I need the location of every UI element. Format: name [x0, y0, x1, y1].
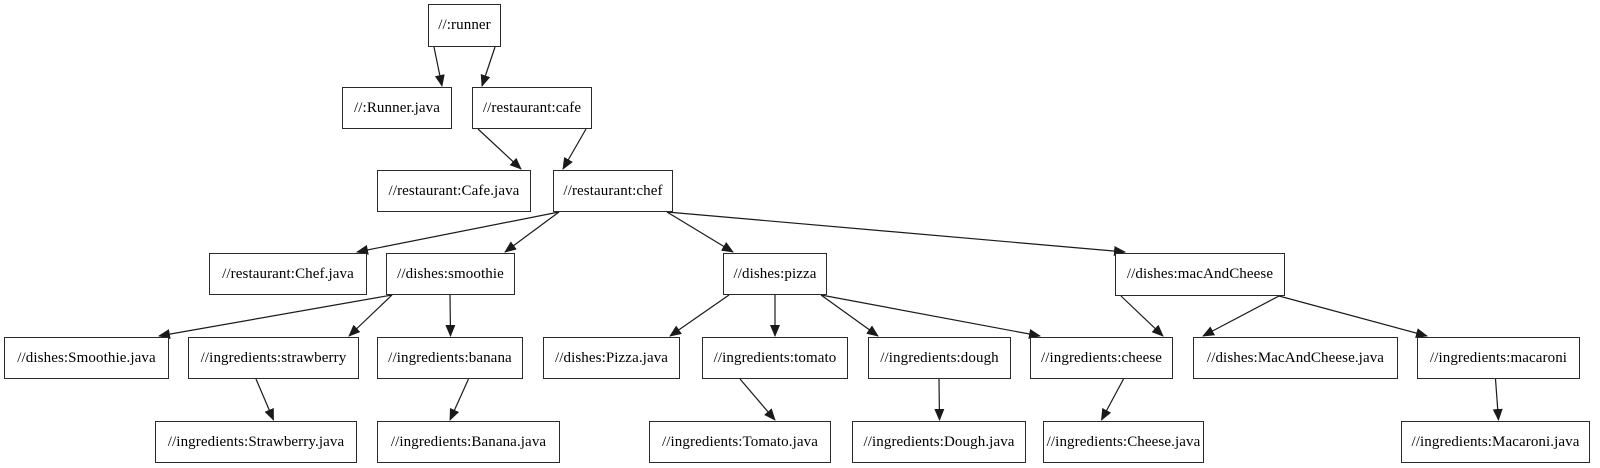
graph-node-label: //dishes:smoothie	[397, 265, 504, 282]
graph-node-runner-java: //:Runner.java	[342, 87, 452, 129]
graph-node-label: //ingredients:Strawberry.java	[167, 433, 345, 450]
graph-node-banana: //ingredients:banana	[377, 337, 523, 379]
graph-node-label: //ingredients:strawberry	[200, 349, 347, 366]
graph-edge-cafe-to-chef	[562, 128, 587, 170]
graph-node-cheese: //ingredients:cheese	[1030, 337, 1173, 379]
graph-node-label: //ingredients:tomato	[713, 349, 837, 366]
graph-node-label: //ingredients:Banana.java	[390, 433, 547, 450]
graph-edge-macaroni-to-macaroni-java	[1492, 378, 1503, 421]
graph-edge-banana-to-banana-java	[449, 378, 470, 421]
graph-node-smoothie: //dishes:smoothie	[386, 253, 515, 295]
graph-node-mac-and-cheese: //dishes:macAndCheese	[1115, 253, 1285, 296]
graph-node-label: //dishes:Smoothie.java	[17, 349, 156, 366]
graph-node-label: //ingredients:Dough.java	[863, 433, 1015, 450]
graph-node-chef: //restaurant:chef	[553, 170, 673, 212]
graph-node-label: //restaurant:Cafe.java	[388, 182, 520, 199]
graph-node-dough-java: //ingredients:Dough.java	[852, 421, 1026, 463]
graph-edge-mac-and-cheese-to-mac-and-cheese-java	[1202, 295, 1280, 337]
graph-edge-runner-to-cafe	[480, 46, 496, 87]
graph-node-tomato-java: //ingredients:Tomato.java	[649, 421, 831, 463]
graph-node-label: //ingredients:Cheese.java	[1046, 433, 1201, 450]
graph-node-label: //dishes:MacAndCheese.java	[1206, 349, 1385, 366]
graph-edge-chef-to-chef-java	[356, 211, 560, 255]
graph-node-label: //:runner	[438, 17, 491, 33]
graph-edge-pizza-to-dough	[820, 294, 879, 337]
graph-node-dough: //ingredients:dough	[868, 337, 1011, 379]
graph-node-label: //ingredients:dough	[880, 349, 999, 366]
graph-node-macaroni: //ingredients:macaroni	[1417, 337, 1580, 379]
graph-edge-pizza-to-cheese	[820, 294, 1041, 339]
graph-edge-cafe-to-cafe-java	[477, 128, 522, 170]
edge-group	[158, 46, 1503, 421]
graph-node-label: //restaurant:chef	[563, 182, 663, 199]
graph-node-pizza: //dishes:pizza	[723, 253, 827, 295]
graph-edge-mac-and-cheese-to-cheese	[1120, 295, 1164, 337]
graph-node-smoothie-java: //dishes:Smoothie.java	[4, 337, 169, 379]
graph-node-label: //dishes:macAndCheese	[1126, 266, 1274, 282]
graph-edge-pizza-to-pizza-java	[669, 294, 730, 337]
graph-node-label: //ingredients:cheese	[1040, 349, 1163, 366]
graph-node-strawberry-java: //ingredients:Strawberry.java	[155, 421, 357, 463]
graph-node-runner: //:runner	[428, 4, 501, 47]
graph-node-cheese-java: //ingredients:Cheese.java	[1043, 421, 1204, 463]
graph-node-macaroni-java: //ingredients:Macaroni.java	[1401, 421, 1590, 463]
graph-node-pizza-java: //dishes:Pizza.java	[543, 337, 680, 379]
graph-edge-runner-to-runner-java	[433, 46, 445, 87]
graph-node-label: //restaurant:Chef.java	[222, 265, 354, 282]
graph-node-cafe: //restaurant:cafe	[472, 87, 592, 129]
graph-edge-smoothie-to-banana	[445, 294, 456, 337]
graph-edge-chef-to-mac-and-cheese	[666, 211, 1126, 257]
graph-node-label: //ingredients:Macaroni.java	[1411, 433, 1580, 450]
graph-node-cafe-java: //restaurant:Cafe.java	[377, 170, 531, 212]
graph-node-tomato: //ingredients:tomato	[702, 337, 848, 379]
graph-edge-cheese-to-cheese-java	[1100, 378, 1125, 421]
graph-node-mac-and-cheese-java: //dishes:MacAndCheese.java	[1193, 337, 1398, 379]
graph-node-label: //ingredients:Tomato.java	[662, 433, 818, 450]
graph-edge-dough-to-dough-java	[934, 378, 945, 421]
graph-edge-mac-and-cheese-to-macaroni	[1278, 295, 1428, 338]
graph-edge-smoothie-to-strawberry	[348, 294, 393, 337]
graph-node-strawberry: //ingredients:strawberry	[188, 337, 359, 379]
graph-node-banana-java: //ingredients:Banana.java	[377, 421, 560, 463]
graph-node-label: //restaurant:cafe	[482, 99, 582, 116]
graph-node-label: //dishes:pizza	[733, 265, 817, 282]
graph-node-label: //:Runner.java	[354, 99, 440, 116]
graph-node-label: //ingredients:banana	[388, 349, 512, 366]
graph-node-label: //dishes:Pizza.java	[554, 349, 669, 366]
graph-edge-chef-to-pizza	[666, 211, 734, 253]
graph-node-chef-java: //restaurant:Chef.java	[209, 253, 367, 295]
graph-edge-smoothie-to-smoothie-java	[158, 294, 393, 340]
graph-edge-chef-to-smoothie	[504, 211, 560, 253]
graph-node-label: //ingredients:macaroni	[1429, 349, 1568, 366]
graph-edge-strawberry-to-strawberry-java	[255, 378, 275, 421]
graph-edge-tomato-to-tomato-java	[739, 378, 776, 421]
